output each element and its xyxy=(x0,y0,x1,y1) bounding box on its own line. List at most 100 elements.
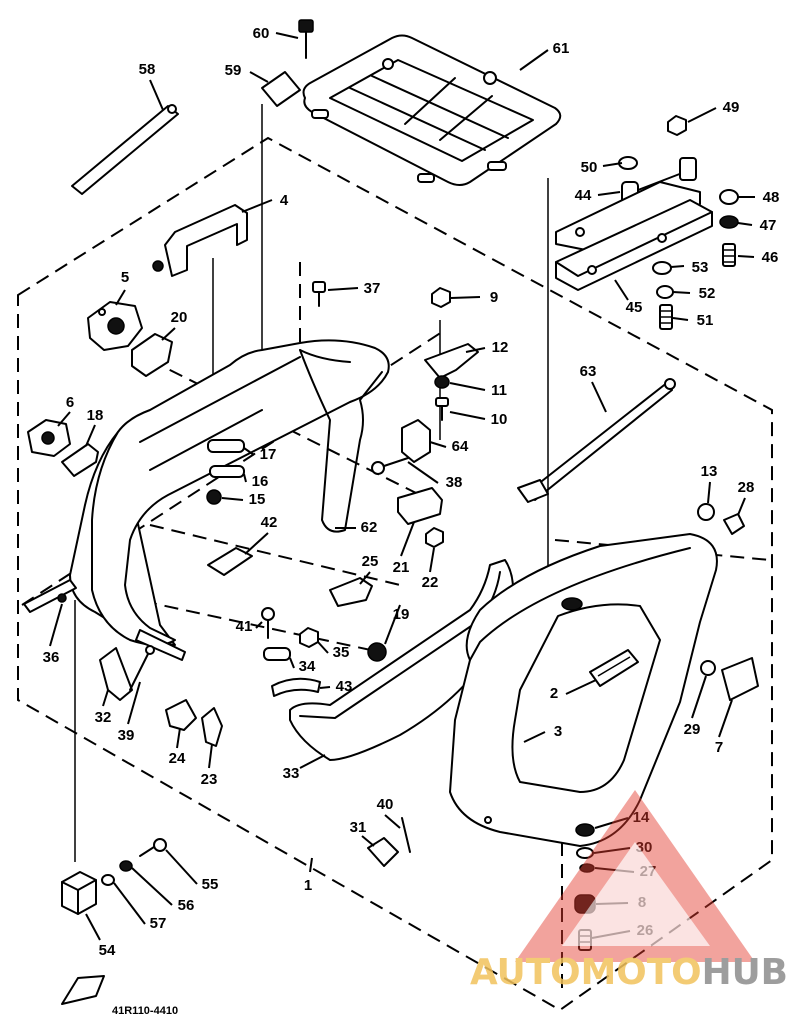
leader-line xyxy=(400,521,415,557)
block-54 xyxy=(61,871,97,915)
part-label-4: 4 xyxy=(280,192,289,209)
collar-27 xyxy=(579,863,595,873)
washer-53 xyxy=(652,261,672,275)
part-label-39: 39 xyxy=(118,727,135,744)
part-label-29: 29 xyxy=(684,721,701,738)
pad-17 xyxy=(207,439,245,453)
support-strap xyxy=(71,104,179,195)
part-label-37: 37 xyxy=(364,280,381,297)
part-label-61: 61 xyxy=(553,40,570,57)
front-direction-marker xyxy=(61,975,105,1005)
bracket-25 xyxy=(329,577,373,607)
leader-line xyxy=(737,497,746,516)
part-label-15: 15 xyxy=(249,491,266,508)
leader-line xyxy=(384,814,401,829)
leader-line xyxy=(384,604,401,645)
nut-22 xyxy=(425,527,444,548)
part-label-18: 18 xyxy=(87,407,104,424)
leader-line xyxy=(407,461,439,484)
bumper-28 xyxy=(723,513,745,535)
leader-line xyxy=(127,681,141,725)
plate-21 xyxy=(397,487,443,525)
nut-9 xyxy=(431,287,451,308)
part-label-56: 56 xyxy=(178,897,195,914)
hinge-pin-36 xyxy=(23,579,77,613)
mounting-bracket xyxy=(555,181,713,291)
leader-line xyxy=(115,289,126,306)
part-label-64: 64 xyxy=(452,438,469,455)
part-label-52: 52 xyxy=(699,285,716,302)
bolt-39 xyxy=(129,645,155,691)
pin-40 xyxy=(401,817,411,853)
part-label-6: 6 xyxy=(66,394,74,411)
watermark-triangle-inner xyxy=(562,842,710,946)
bolt-41 xyxy=(261,607,275,639)
bracket-23 xyxy=(201,707,223,747)
leader-line xyxy=(614,279,629,301)
leader-line xyxy=(113,882,146,925)
leader-line xyxy=(249,71,269,83)
latch xyxy=(27,419,71,457)
leader-line xyxy=(691,675,707,719)
part-label-55: 55 xyxy=(202,876,219,893)
lock-cover xyxy=(131,333,173,377)
part-label-23: 23 xyxy=(201,771,218,788)
leader-line xyxy=(465,347,486,353)
part-label-33: 33 xyxy=(283,765,300,782)
leader-line xyxy=(597,191,621,196)
part-label-3: 3 xyxy=(554,723,562,740)
bracket-24 xyxy=(165,699,197,731)
washer-56 xyxy=(119,860,133,872)
nut-35 xyxy=(299,627,319,648)
luggage-rack xyxy=(302,34,562,186)
leader-line xyxy=(450,296,481,299)
leader-line xyxy=(299,754,326,769)
leader-line xyxy=(594,817,629,829)
watermark-logo: AUTOMOTOHUB xyxy=(470,790,788,993)
left-case-body xyxy=(69,339,390,646)
strip-43 xyxy=(271,677,321,697)
part-label-53: 53 xyxy=(692,259,709,276)
part-label-2: 2 xyxy=(550,685,558,702)
leader-line xyxy=(602,162,623,167)
nut-49 xyxy=(667,115,687,136)
leader-line xyxy=(707,481,711,504)
leader-line xyxy=(565,679,597,695)
leader-line xyxy=(317,641,329,654)
part-label-62: 62 xyxy=(361,519,378,536)
washer-30 xyxy=(576,847,594,859)
leader-line xyxy=(57,411,71,427)
leader-line xyxy=(591,381,607,413)
leader-line xyxy=(429,441,447,448)
leader-line xyxy=(85,913,101,941)
rack-bolt xyxy=(298,19,314,59)
part-label-19: 19 xyxy=(393,606,410,623)
part-label-50: 50 xyxy=(581,159,598,176)
part-label-24: 24 xyxy=(169,750,186,767)
part-label-36: 36 xyxy=(43,649,60,666)
part-label-7: 7 xyxy=(715,739,723,756)
watermark-brand-part2: HUB xyxy=(702,952,788,993)
leader-line xyxy=(208,743,213,769)
cap-nut-48 xyxy=(719,189,739,205)
leader-line xyxy=(670,265,685,268)
part-label-59: 59 xyxy=(225,62,242,79)
part-label-60: 60 xyxy=(253,25,270,42)
leader-line xyxy=(687,107,717,123)
spacer-34 xyxy=(263,647,291,661)
bolt-46 xyxy=(722,243,736,267)
part-label-9: 9 xyxy=(490,289,498,306)
right-case-shell xyxy=(449,533,718,847)
watermark-brand-part1: AUTOMOTO xyxy=(470,952,702,993)
part-label-20: 20 xyxy=(171,309,188,326)
grommet-29 xyxy=(700,660,716,676)
part-label-51: 51 xyxy=(697,312,714,329)
part-label-48: 48 xyxy=(763,189,780,206)
part-label-35: 35 xyxy=(333,644,350,661)
part-label-17: 17 xyxy=(260,446,277,463)
leader-line xyxy=(243,447,255,456)
leader-line xyxy=(737,255,755,258)
part-label-13: 13 xyxy=(701,463,718,480)
